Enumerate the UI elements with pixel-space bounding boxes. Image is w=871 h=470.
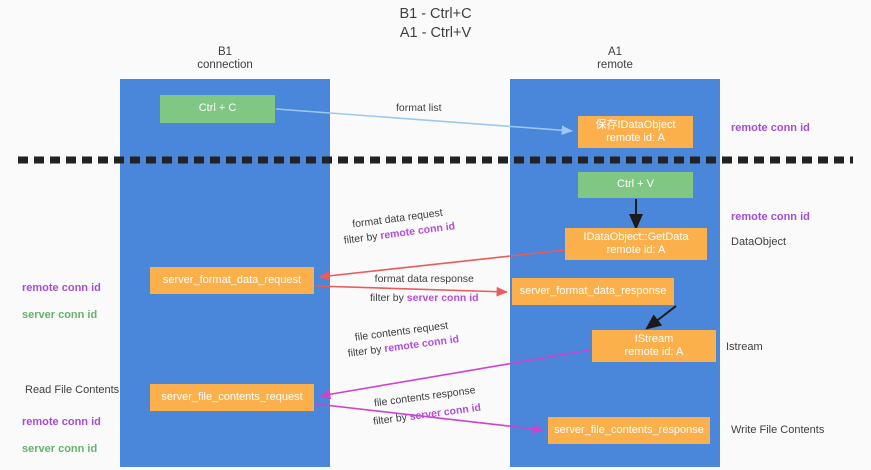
annotation-remote-conn-id-left-bottom: remote conn id [22, 415, 101, 428]
node-server-file-contents-request[interactable]: server_file_contents_request [150, 384, 314, 411]
annotation-server-conn-id-left-bottom: server conn id [22, 442, 98, 455]
lane-header-a1: A1 remote [597, 46, 633, 71]
annotation-left-ids-bottom: remote conn id server conn id [22, 402, 101, 470]
filter-prefix: filter by [343, 230, 382, 247]
edge-label-format-data-response: format data response filter by server co… [370, 272, 479, 306]
node-idataobject-getdata[interactable]: IDataObject::GetData remote id: A [565, 228, 707, 260]
node-istream[interactable]: IStream remote id: A [592, 330, 716, 362]
annotation-dataobject: DataObject [731, 236, 787, 248]
lane-header-b1: B1 connection [197, 46, 253, 71]
edge-label-format-data-request: format data request filter by remote con… [341, 204, 456, 248]
annotation-remote-conn-id-top: remote conn id [731, 122, 810, 134]
node-ctrl-v[interactable]: Ctrl + V [578, 172, 693, 198]
annotation-istream: Istream [726, 341, 763, 353]
edge-label-format-data-response-text: format data response [374, 273, 474, 285]
annotation-remote-conn-id-left-mid: remote conn id [22, 281, 101, 294]
node-server-file-contents-response[interactable]: server_file_contents_response [548, 417, 710, 444]
node-server-format-data-request[interactable]: server_format_data_request [150, 267, 314, 294]
edge-label-format-list-text: format list [396, 102, 442, 114]
annotation-server-conn-id-left-mid: server conn id [22, 308, 98, 321]
node-ctrl-c[interactable]: Ctrl + C [160, 95, 275, 123]
filter-prefix: filter by [372, 411, 411, 428]
filter-prefix: filter by [347, 343, 386, 360]
node-save-idataobject[interactable]: 保存IDataObject remote id: A [578, 116, 693, 148]
filter-key-server-conn-id: server conn id [406, 292, 479, 304]
filter-prefix: filter by [370, 292, 407, 304]
edge-label-file-contents-response: file contents response filter by server … [370, 383, 482, 430]
annotation-left-ids-mid: remote conn id server conn id [22, 268, 101, 336]
annotation-remote-conn-id-mid: remote conn id [731, 211, 810, 223]
edge-label-file-contents-request: file contents request filter by remote c… [345, 317, 460, 361]
edge-label-format-list: format list [396, 101, 442, 116]
page-title: B1 - Ctrl+C A1 - Ctrl+V [399, 6, 472, 41]
annotation-read-file-contents: Read File Contents [25, 384, 120, 396]
node-server-format-data-response[interactable]: server_format_data_response [512, 278, 674, 305]
annotation-write-file-contents: Write File Contents [731, 424, 825, 436]
edge-label-format-data-response-filter: filter by server conn id [370, 291, 479, 306]
